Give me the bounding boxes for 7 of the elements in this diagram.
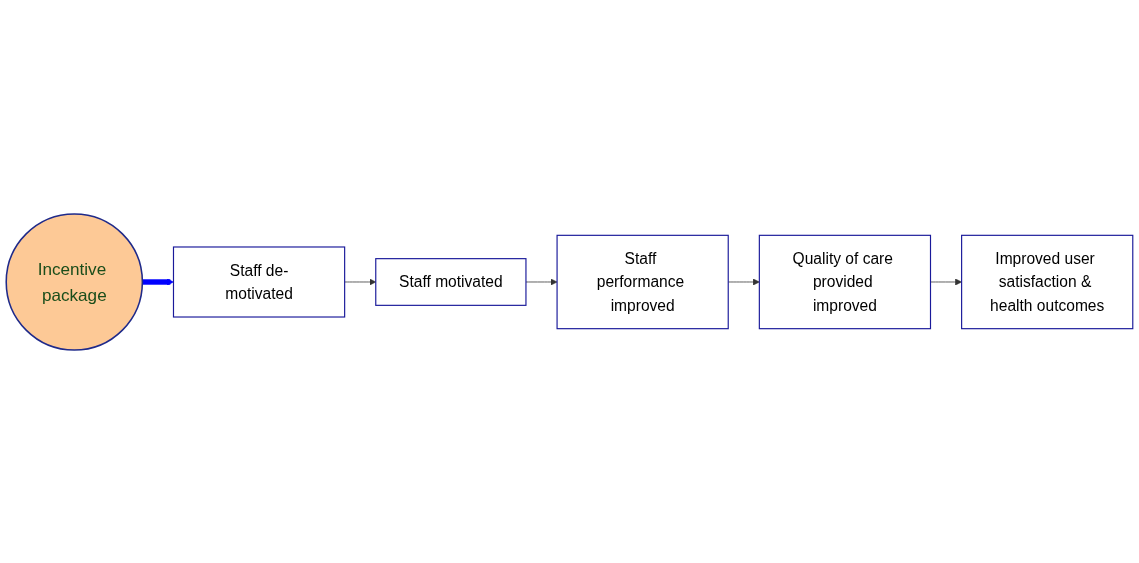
node-box: Quality of care provided improved xyxy=(758,234,932,329)
node-circle: Incentive package xyxy=(5,212,144,351)
node-box: Staff performance improved xyxy=(556,234,729,329)
node-box: Improved user satisfaction & health outcomes xyxy=(961,234,1134,329)
node-box: Staff motivated xyxy=(375,257,527,306)
node-box: Staff de-motivated xyxy=(172,245,346,318)
arrow xyxy=(142,278,174,285)
